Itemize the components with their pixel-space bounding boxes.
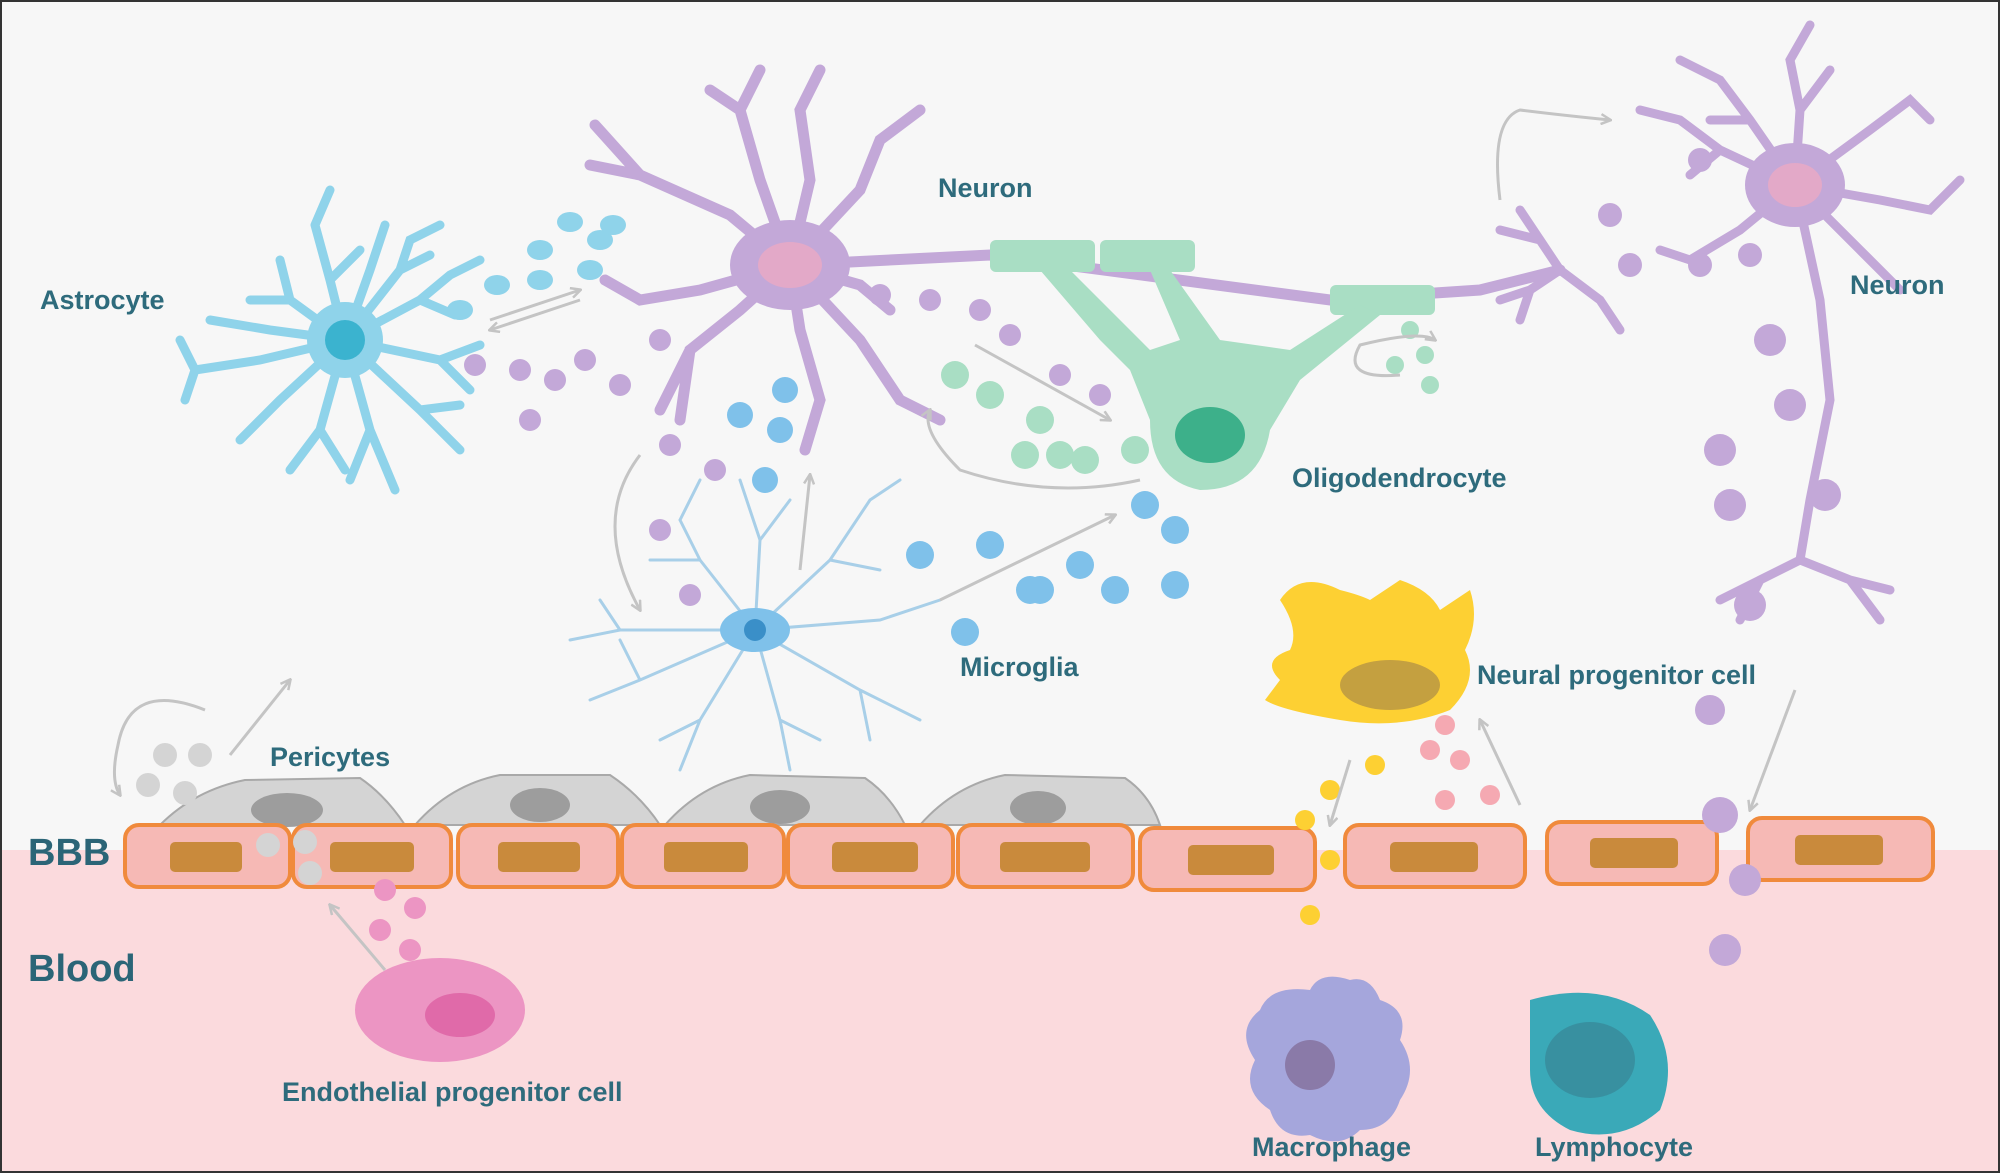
- astrocyte-nucleus: [325, 320, 365, 360]
- pericyte-3-nucleus: [750, 790, 810, 824]
- neural-progenitor-nucleus: [1340, 660, 1440, 710]
- macrophage-cell: [1246, 976, 1410, 1142]
- neural-progenitor-label: Neural progenitor cell: [1477, 660, 1757, 690]
- blood-label: Blood: [28, 948, 136, 990]
- astrocyte-secretion-dots: [447, 212, 626, 320]
- microglia-cell: [568, 478, 942, 772]
- macrophage-secretion-dots: [1420, 715, 1500, 810]
- neuron-left-nucleus: [758, 242, 822, 288]
- microglia-secretion-dots: [727, 377, 1189, 646]
- pericyte-1-nucleus: [251, 793, 323, 827]
- neuron-secretion-dots: [464, 148, 1841, 966]
- oligodendrocyte-cell: [990, 240, 1435, 490]
- lymphocyte-label: Lymphocyte: [1535, 1132, 1694, 1162]
- endothelial-progenitor-secretion-dots: [369, 879, 426, 961]
- astrocyte-label: Astrocyte: [40, 285, 165, 315]
- macrophage-label: Macrophage: [1252, 1132, 1412, 1162]
- pericyte-2-nucleus: [510, 788, 570, 822]
- pericyte-4-nucleus: [1010, 791, 1066, 825]
- neuron-left-axon: [844, 249, 1566, 306]
- bbb-nuclei: [170, 835, 1883, 875]
- endothelial-progenitor-label: Endothelial progenitor cell: [282, 1077, 623, 1107]
- oligodendrocyte-secretion-dots: [941, 321, 1439, 474]
- bbb-label: BBB: [28, 832, 111, 874]
- neuron-right-nucleus: [1768, 163, 1822, 207]
- pericyte-secretion-dots: [136, 743, 322, 885]
- oligodendrocyte-nucleus: [1175, 407, 1245, 463]
- endothelial-progenitor-cell: [355, 958, 525, 1062]
- pericytes-label: Pericytes: [270, 742, 391, 772]
- signaling-arrows: [114, 108, 1797, 971]
- neuron-left-label: Neuron: [938, 173, 1033, 203]
- neural-progenitor-secretion-dots: [1295, 755, 1385, 925]
- neuron-right-label: Neuron: [1850, 270, 1945, 300]
- bbb-endothelial-cells: [123, 816, 1935, 892]
- pericytes-group: [157, 773, 1162, 827]
- oligodendrocyte-label: Oligodendrocyte: [1292, 463, 1507, 493]
- lymphocyte-cell: [1530, 992, 1668, 1135]
- microglia-label: Microglia: [960, 652, 1079, 682]
- microglia-nucleus: [744, 619, 766, 641]
